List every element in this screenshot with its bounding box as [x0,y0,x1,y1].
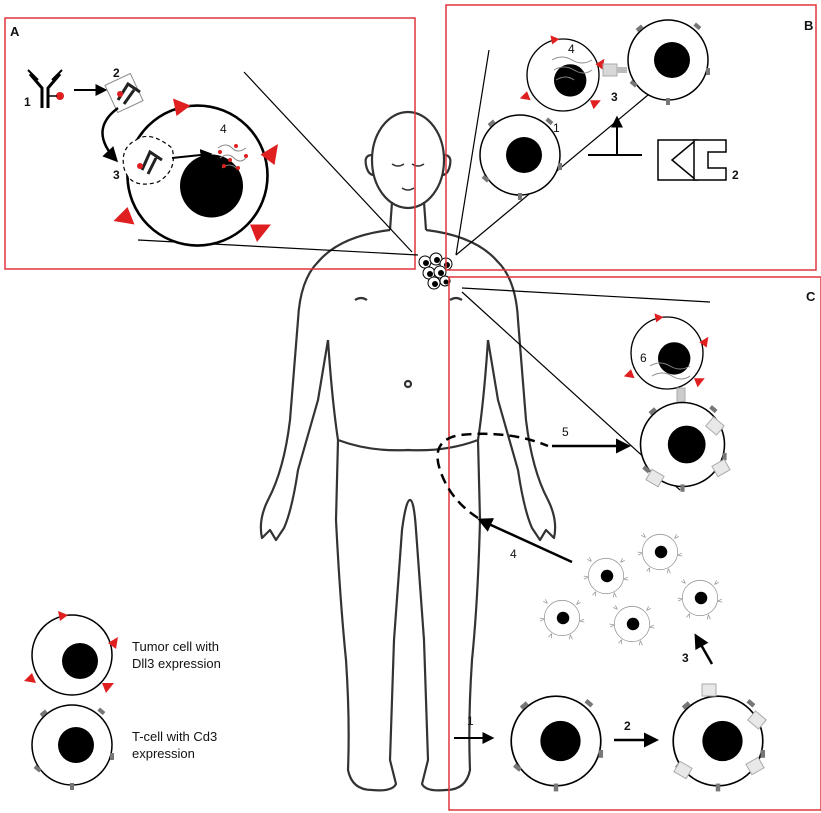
tumor-cluster [419,253,452,289]
panel-a-step-4: 4 [220,122,227,136]
activated-t-cell-5 [678,579,723,619]
panel-c-letter: C [806,289,816,304]
activated-t-cell-3 [540,599,585,639]
antibody-icon [28,70,64,108]
activated-t-cell-1 [584,557,629,597]
panel-c-step-5: 5 [562,425,569,439]
bite-construct-icon [658,140,726,180]
panel-b-step-4: 4 [568,42,575,56]
c-bridge [677,388,685,402]
t-cell-b-engaged [628,20,710,105]
legend-tcell-line1: T-cell with Cd3 [132,728,217,745]
panel-a-step-2: 2 [113,66,120,80]
panel-b-step-2: 2 [732,168,739,182]
panel-c-step-4: 4 [510,547,517,561]
arrow-c-4 [480,520,572,562]
panel-c-step-6: 6 [640,351,647,365]
panel-c-step-3: 3 [682,651,689,665]
panel-a-step-1: 1 [24,95,31,109]
engagement-arrow [588,118,642,155]
legend-tumor-line2: Dll3 expression [132,655,221,672]
tumor-cell-c [624,313,709,389]
panel-c-step-1: 1 [467,714,474,728]
legend-tumor-line1: Tumor cell with [132,638,221,655]
panel-b-step-3: 3 [611,90,618,104]
panel-a-step-3: 3 [113,168,120,182]
legend-t-cell-icon [32,705,114,790]
t-cell-b [480,115,562,200]
activated-t-cell-4 [610,605,655,645]
t-cell-c-resting [511,696,603,791]
panel-b-letter: B [804,18,813,33]
legend-tumor-text: Tumor cell with Dll3 expression [132,638,221,672]
legend-tcell-line2: expression [132,745,217,762]
tumor-cell-b [520,35,605,111]
panel-b-step-1: 1 [553,121,560,135]
human-body-outline [261,112,555,790]
panel-a-letter: A [10,24,20,39]
arrow-a-2-3 [102,108,118,160]
legend-tumor-cell-icon [24,611,118,695]
panel-c-step-2: 2 [624,719,631,733]
legend-tcell-text: T-cell with Cd3 expression [132,728,217,762]
arrow-c-3 [696,636,712,664]
activated-t-cell-2 [638,533,683,573]
bispecific-bridge [603,64,627,76]
antibody-binding-icon [105,73,143,112]
